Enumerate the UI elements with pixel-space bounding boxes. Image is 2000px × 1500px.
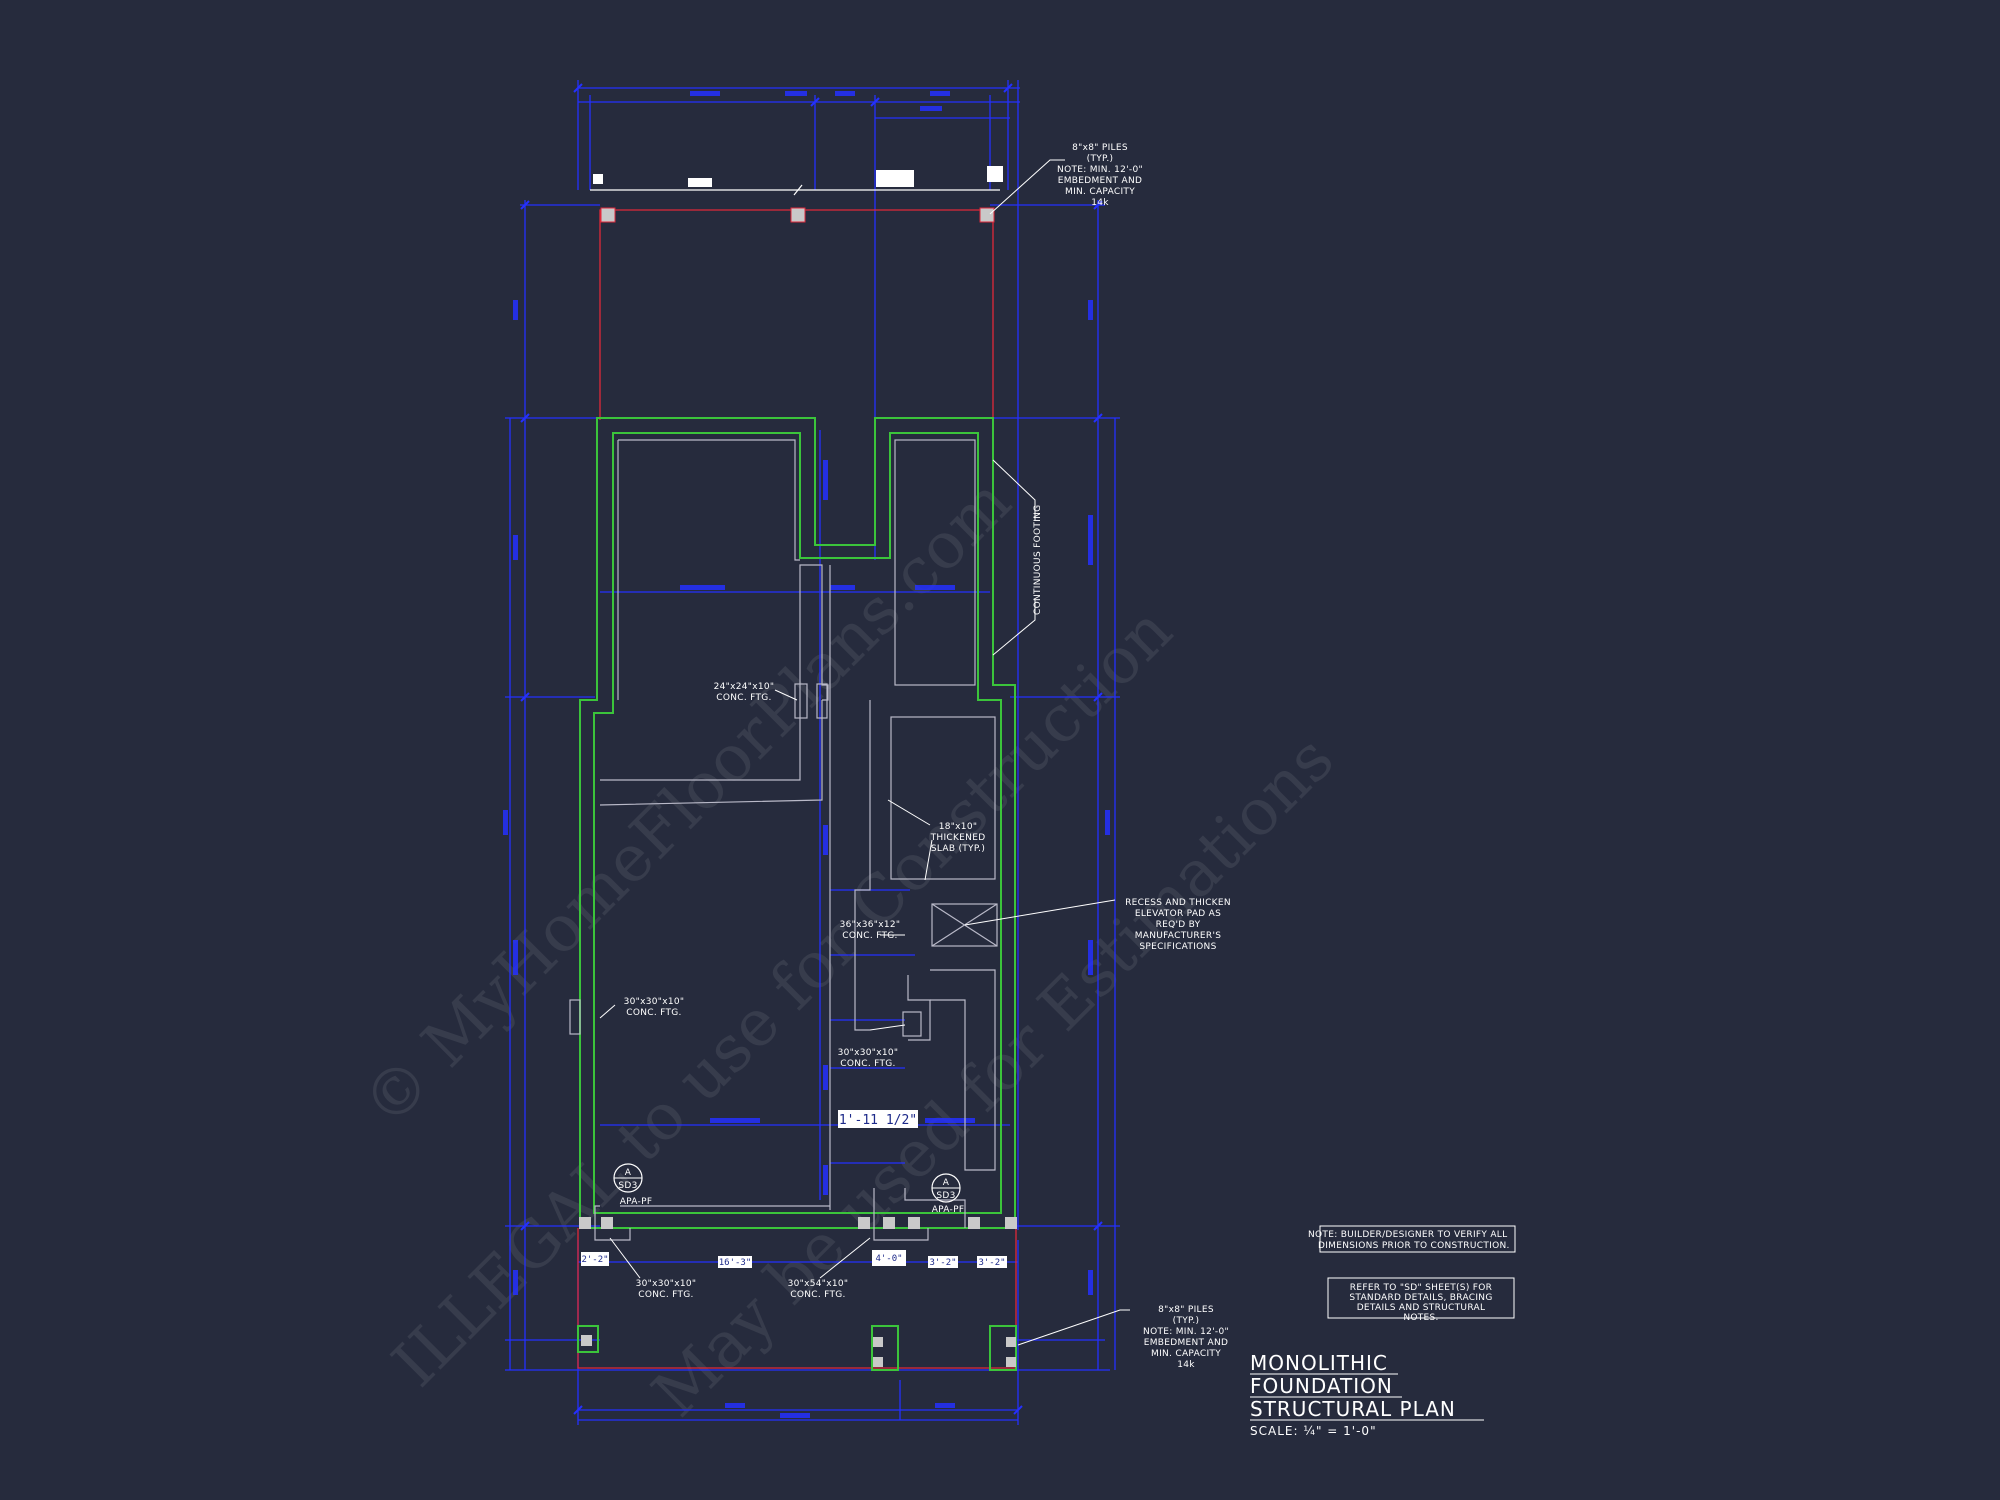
piles-top-line-4: EMBEDMENT AND [1058,176,1143,186]
ftg-30-bottom-line-2: CONC. FTG. [638,1290,693,1300]
elevator-line-1: RECESS AND THICKEN [1125,898,1231,908]
callout-ftg-30-mid: 30"x30"x10" CONC. FTG. [838,1048,899,1069]
dimension-mid-value: 1'-11 1/2" [839,1113,917,1128]
title-line-3: STRUCTURAL PLAN [1250,1397,1456,1421]
piles-bottom-line-6: 14k [1177,1360,1195,1370]
thickened-slab-line-1: 18"x10" [939,822,978,832]
note-refer-line-1: REFER TO "SD" SHEET(S) FOR [1350,1283,1492,1293]
ftg-30-bottom-line-1: 30"x30"x10" [636,1279,697,1289]
dimension-bottom-4: 3'-2" [929,1258,956,1268]
slab-lines [569,439,998,1241]
callout-ftg-30-bottom: 30"x30"x10" CONC. FTG. [636,1279,697,1300]
dimension-bottom-1: 2'-2" [581,1255,608,1265]
note-refer-line-4: NOTES. [1403,1313,1438,1323]
thickened-slab-line-3: SLAB (TYP.) [931,844,985,854]
note-refer-line-2: STANDARD DETAILS, BRACING [1349,1293,1492,1303]
leader-lines [599,159,1130,1346]
dimension-bottom-2: 16'-3" [719,1258,752,1268]
section-left-ref: APA-PF [620,1197,653,1207]
note-verify-line-1: NOTE: BUILDER/DESIGNER TO VERIFY ALL [1308,1230,1507,1240]
callout-thickened-slab: 18"x10" THICKENED SLAB (TYP.) [930,822,986,854]
ftg-30x54-line-2: CONC. FTG. [790,1290,845,1300]
callout-ftg-30-left: 30"x30"x10" CONC. FTG. [624,997,685,1018]
continuous-footing-label: CONTINUOUS FOOTING [1033,505,1043,615]
callout-piles-top: 8"x8" PILES (TYP.) NOTE: MIN. 12'-0" EMB… [1057,143,1143,208]
title-scale: SCALE: ¼" = 1'-0" [1250,1424,1377,1438]
dimension-bottom-3: 4'-0" [875,1254,902,1264]
callout-ftg-36: 36"x36"x12" CONC. FTG. [840,920,901,941]
piles-bottom-line-5: MIN. CAPACITY [1151,1349,1221,1359]
piles-bottom-line-4: EMBEDMENT AND [1144,1338,1229,1348]
piles-top-line-5: MIN. CAPACITY [1065,187,1135,197]
elevator-line-5: SPECIFICATIONS [1139,942,1216,952]
deck-rail [590,166,1003,196]
ftg-30-left-line-1: 30"x30"x10" [624,997,685,1007]
title-line-1: MONOLITHIC [1250,1351,1388,1375]
dimension-value-marks [503,91,1110,1418]
section-right-sheet: SD3 [936,1191,955,1201]
ftg-24-line-2: CONC. FTG. [716,693,771,703]
piles-bottom-line-3: NOTE: MIN. 12'-0" [1143,1327,1229,1337]
section-marker-right: A SD3 APA-PF [931,1173,965,1215]
title-block: MONOLITHIC FOUNDATION STRUCTURAL PLAN SC… [1250,1351,1484,1438]
note-verify: NOTE: BUILDER/DESIGNER TO VERIFY ALL DIM… [1308,1225,1516,1253]
piles-bottom-line-2: (TYP.) [1173,1316,1200,1326]
ftg-24-line-1: 24"x24"x10" [714,682,775,692]
ftg-36-line-1: 36"x36"x12" [840,920,901,930]
callout-elevator: RECESS AND THICKEN ELEVATOR PAD AS REQ'D… [1125,898,1231,952]
note-refer: REFER TO "SD" SHEET(S) FOR STANDARD DETA… [1327,1277,1515,1323]
section-right-ref: APA-PF [932,1205,965,1215]
piles-top-line-6: 14k [1091,198,1109,208]
ftg-30-left-line-2: CONC. FTG. [626,1008,681,1018]
piles-bottom-line-1: 8"x8" PILES [1158,1305,1214,1315]
callout-ftg-24: 24"x24"x10" CONC. FTG. [714,682,775,703]
ftg-36-line-2: CONC. FTG. [842,931,897,941]
piles-top-line-3: NOTE: MIN. 12'-0" [1057,165,1143,175]
ftg-30-mid-line-1: 30"x30"x10" [838,1048,899,1058]
elevator-line-4: MANUFACTURER'S [1135,931,1222,941]
dimension-tags-bottom: 2'-2" 16'-3" 4'-0" 3'-2" 3'-2" [581,1250,1007,1268]
section-left-letter: A [625,1168,632,1178]
dimension-bottom-5: 3'-2" [978,1258,1005,1268]
section-right-letter: A [943,1178,950,1188]
ftg-30-mid-line-2: CONC. FTG. [840,1059,895,1069]
continuous-footing [579,417,1016,1229]
ftg-30x54-line-1: 30"x54"x10" [788,1279,849,1289]
callout-ftg-30x54: 30"x54"x10" CONC. FTG. [788,1279,849,1300]
note-refer-line-3: DETAILS AND STRUCTURAL [1357,1303,1486,1313]
piles-top-line-1: 8"x8" PILES [1072,143,1128,153]
piles [577,207,1017,1371]
thickened-slab-line-2: THICKENED [930,833,986,843]
elevator-line-2: ELEVATOR PAD AS [1135,909,1221,919]
callout-piles-bottom: 8"x8" PILES (TYP.) NOTE: MIN. 12'-0" EMB… [1143,1305,1229,1370]
section-left-sheet: SD3 [618,1181,637,1191]
dimension-tag-mid: 1'-11 1/2" [838,1110,918,1128]
title-line-2: FOUNDATION [1250,1374,1393,1398]
piles-top-line-2: (TYP.) [1087,154,1114,164]
elevator-line-3: REQ'D BY [1156,920,1201,930]
section-marker-left: A SD3 APA-PF [613,1163,653,1207]
note-verify-line-2: DIMENSIONS PRIOR TO CONSTRUCTION. [1318,1241,1510,1251]
dimension-lines [505,80,1120,1425]
